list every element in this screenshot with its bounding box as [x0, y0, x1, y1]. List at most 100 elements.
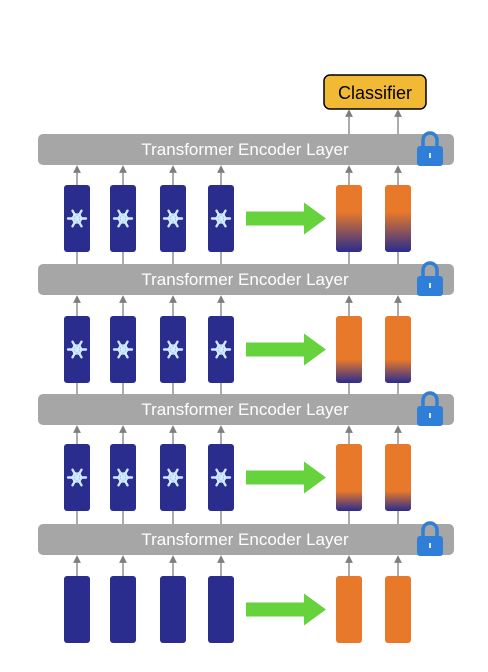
encoder-layer-label: Transformer Encoder Layer [141, 400, 349, 419]
snowflake-center [121, 475, 125, 480]
snowflake-branch [219, 471, 226, 477]
encoder-layer-bar [38, 394, 454, 425]
lock-icon [417, 391, 443, 426]
trainable-token-bar [385, 185, 411, 252]
snowflake-branch [121, 212, 128, 218]
trainable-token [385, 295, 411, 394]
token-row [64, 295, 411, 394]
lock-keyhole [429, 283, 431, 288]
frozen-token-bar [208, 576, 234, 643]
snowflake-icon [66, 468, 88, 487]
trainable-token [336, 555, 362, 643]
frozen-token [160, 555, 186, 643]
lock-keyhole [429, 543, 431, 548]
token-row [64, 165, 411, 264]
frozen-token [208, 425, 234, 524]
lock-icon [417, 521, 443, 556]
frozen-token [160, 295, 186, 394]
green-right-arrow [246, 202, 326, 235]
snowflake-center [219, 475, 223, 480]
green-right-arrow [246, 461, 326, 494]
encoder-layer: Transformer Encoder Layer [38, 261, 454, 296]
encoder-layer-label: Transformer Encoder Layer [141, 140, 349, 159]
snowflake-branch [171, 212, 178, 218]
frozen-token [208, 295, 234, 394]
lock-icon [417, 131, 443, 166]
trainable-token [385, 425, 411, 524]
snowflake-icon [162, 340, 184, 359]
frozen-token [64, 555, 90, 643]
snowflake-branch [219, 212, 226, 218]
frozen-token [208, 165, 234, 264]
trainable-token-bar [336, 576, 362, 643]
snowflake-icon [66, 340, 88, 359]
encoder-layer-label: Transformer Encoder Layer [141, 530, 349, 549]
trainable-token-bar [336, 316, 362, 383]
trainable-token-bar [385, 444, 411, 511]
snowflake-center [75, 475, 79, 480]
lock-shackle [421, 261, 439, 277]
frozen-token [110, 425, 136, 524]
snowflake-branch [75, 212, 82, 218]
snowflake-icon [210, 468, 232, 487]
token-row [64, 555, 411, 643]
trainable-token [336, 425, 362, 524]
lock-keyhole [429, 153, 431, 158]
frozen-token [64, 425, 90, 524]
frozen-token [64, 295, 90, 394]
trainable-token [336, 295, 362, 394]
trainable-token-bar [385, 316, 411, 383]
encoder-layer-bar [38, 264, 454, 295]
snowflake-icon [210, 209, 232, 228]
frozen-token [64, 165, 90, 264]
snowflake-branch [171, 343, 178, 349]
trainable-token-bar [336, 185, 362, 252]
snowflake-center [75, 216, 79, 221]
token-rows [64, 109, 411, 643]
trainable-token-bar [385, 576, 411, 643]
snowflake-icon [112, 468, 134, 487]
lock-icon [417, 261, 443, 296]
encoder-layer-bar [38, 134, 454, 165]
frozen-token [110, 165, 136, 264]
snowflake-center [75, 347, 79, 352]
snowflake-center [171, 347, 175, 352]
snowflake-icon [112, 340, 134, 359]
classifier-connectors [345, 109, 402, 134]
snowflake-center [219, 216, 223, 221]
snowflake-branch [75, 343, 82, 349]
snowflake-icon [112, 209, 134, 228]
classifier-box [323, 74, 427, 110]
frozen-token-bar [64, 576, 90, 643]
trainable-token [336, 165, 362, 264]
snowflake-branch [219, 343, 226, 349]
snowflake-center [219, 347, 223, 352]
green-right-arrow [246, 593, 326, 626]
frozen-token-bar [110, 576, 136, 643]
lock-shackle [421, 131, 439, 147]
snowflake-center [121, 347, 125, 352]
lock-shackle [421, 521, 439, 537]
lock-shackle [421, 391, 439, 407]
snowflake-branch [171, 471, 178, 477]
encoder-layer-label: Transformer Encoder Layer [141, 270, 349, 289]
encoder-layer: Transformer Encoder Layer [38, 391, 454, 426]
encoder-layer-bar [38, 524, 454, 555]
frozen-token-bar [160, 576, 186, 643]
snowflake-branch [75, 471, 82, 477]
trainable-token [385, 165, 411, 264]
green-right-arrow [246, 333, 326, 366]
snowflake-branch [121, 471, 128, 477]
frozen-token [110, 555, 136, 643]
classifier-label: Classifier [338, 83, 412, 103]
trainable-token-bar [336, 444, 362, 511]
frozen-token [110, 295, 136, 394]
snowflake-icon [162, 468, 184, 487]
frozen-token [208, 555, 234, 643]
trainable-token [385, 555, 411, 643]
snowflake-center [121, 216, 125, 221]
snowflake-center [171, 216, 175, 221]
snowflake-icon [210, 340, 232, 359]
